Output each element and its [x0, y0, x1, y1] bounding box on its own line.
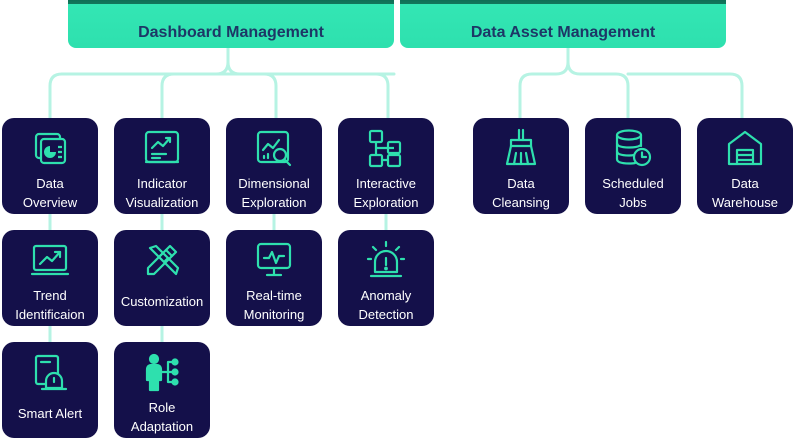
connector-dashboard-stem [214, 46, 230, 76]
card-label: Data Warehouse [712, 176, 778, 210]
pencil-ruler-icon [146, 244, 180, 276]
banner-dashboard-management: Dashboard Management [68, 0, 394, 48]
card-role-adaptation[interactable]: Role Adaptation [114, 342, 210, 438]
broom-icon [505, 128, 537, 166]
card-label: Data Overview [22, 176, 78, 210]
magnifier-chart-icon [256, 130, 292, 167]
warehouse-icon [727, 130, 763, 166]
card-label: Trend Identificaion [15, 288, 85, 322]
card-label: Anomaly Detection [358, 288, 414, 322]
connector-dashboard-drop-3 [262, 72, 278, 120]
card-dimensional-exploration[interactable]: Dimensional Exploration [226, 118, 322, 214]
card-label: Smart Alert [17, 406, 83, 421]
card-data-warehouse[interactable]: Data Warehouse [697, 118, 793, 214]
card-label: Role Adaptation [130, 400, 194, 434]
connector-dashboard-drop-4 [374, 72, 390, 120]
connector-dashboard-drop-2 [160, 72, 218, 120]
card-customization[interactable]: Customization [114, 230, 210, 326]
pulse-monitor-icon [256, 242, 292, 277]
card-label: Interactive Exploration [353, 176, 419, 210]
card-label: Dimensional Exploration [238, 176, 310, 210]
banner-face [68, 4, 394, 48]
connector-dashboard-split [226, 60, 242, 76]
connector-asset-stem [518, 46, 570, 120]
card-interactive-exploration[interactable]: Interactive Exploration [338, 118, 434, 214]
card-label: Data Cleansing [492, 176, 550, 210]
database-clock-icon [615, 129, 652, 167]
card-scheduled-jobs[interactable]: Scheduled Jobs [585, 118, 681, 214]
trend-monitor-icon [30, 244, 70, 276]
card-smart-alert[interactable]: Smart Alert [2, 342, 98, 438]
card-anomaly-detection[interactable]: Anomaly Detection [338, 230, 434, 326]
role-hierarchy-icon [145, 353, 179, 392]
data-overview-icon [34, 132, 67, 165]
connector-asset-right [566, 60, 630, 120]
card-label: Customization [120, 294, 204, 309]
card-label: Scheduled Jobs [602, 176, 664, 210]
banner-data-asset-management: Data Asset Management [400, 0, 726, 48]
card-label: Indicator Visualization [125, 176, 199, 210]
banner-face [400, 4, 726, 48]
connector-dashboard-drop-1 [48, 72, 64, 120]
alarm-light-icon [366, 240, 406, 278]
flow-nodes-icon [368, 129, 402, 168]
alert-siren-icon [34, 354, 68, 391]
connector-asset-far [626, 72, 744, 120]
card-trend-identification[interactable]: Trend Identificaion [2, 230, 98, 326]
banner-title: Data Asset Management [470, 24, 656, 41]
chart-board-icon [144, 130, 180, 164]
card-data-cleansing[interactable]: Data Cleansing [473, 118, 569, 214]
card-data-overview[interactable]: Data Overview [2, 118, 98, 214]
card-real-time-monitoring[interactable]: Real-time Monitoring [226, 230, 322, 326]
card-label: Real-time Monitoring [243, 288, 305, 322]
banner-title: Dashboard Management [138, 24, 324, 41]
card-indicator-visualization[interactable]: Indicator Visualization [114, 118, 210, 214]
